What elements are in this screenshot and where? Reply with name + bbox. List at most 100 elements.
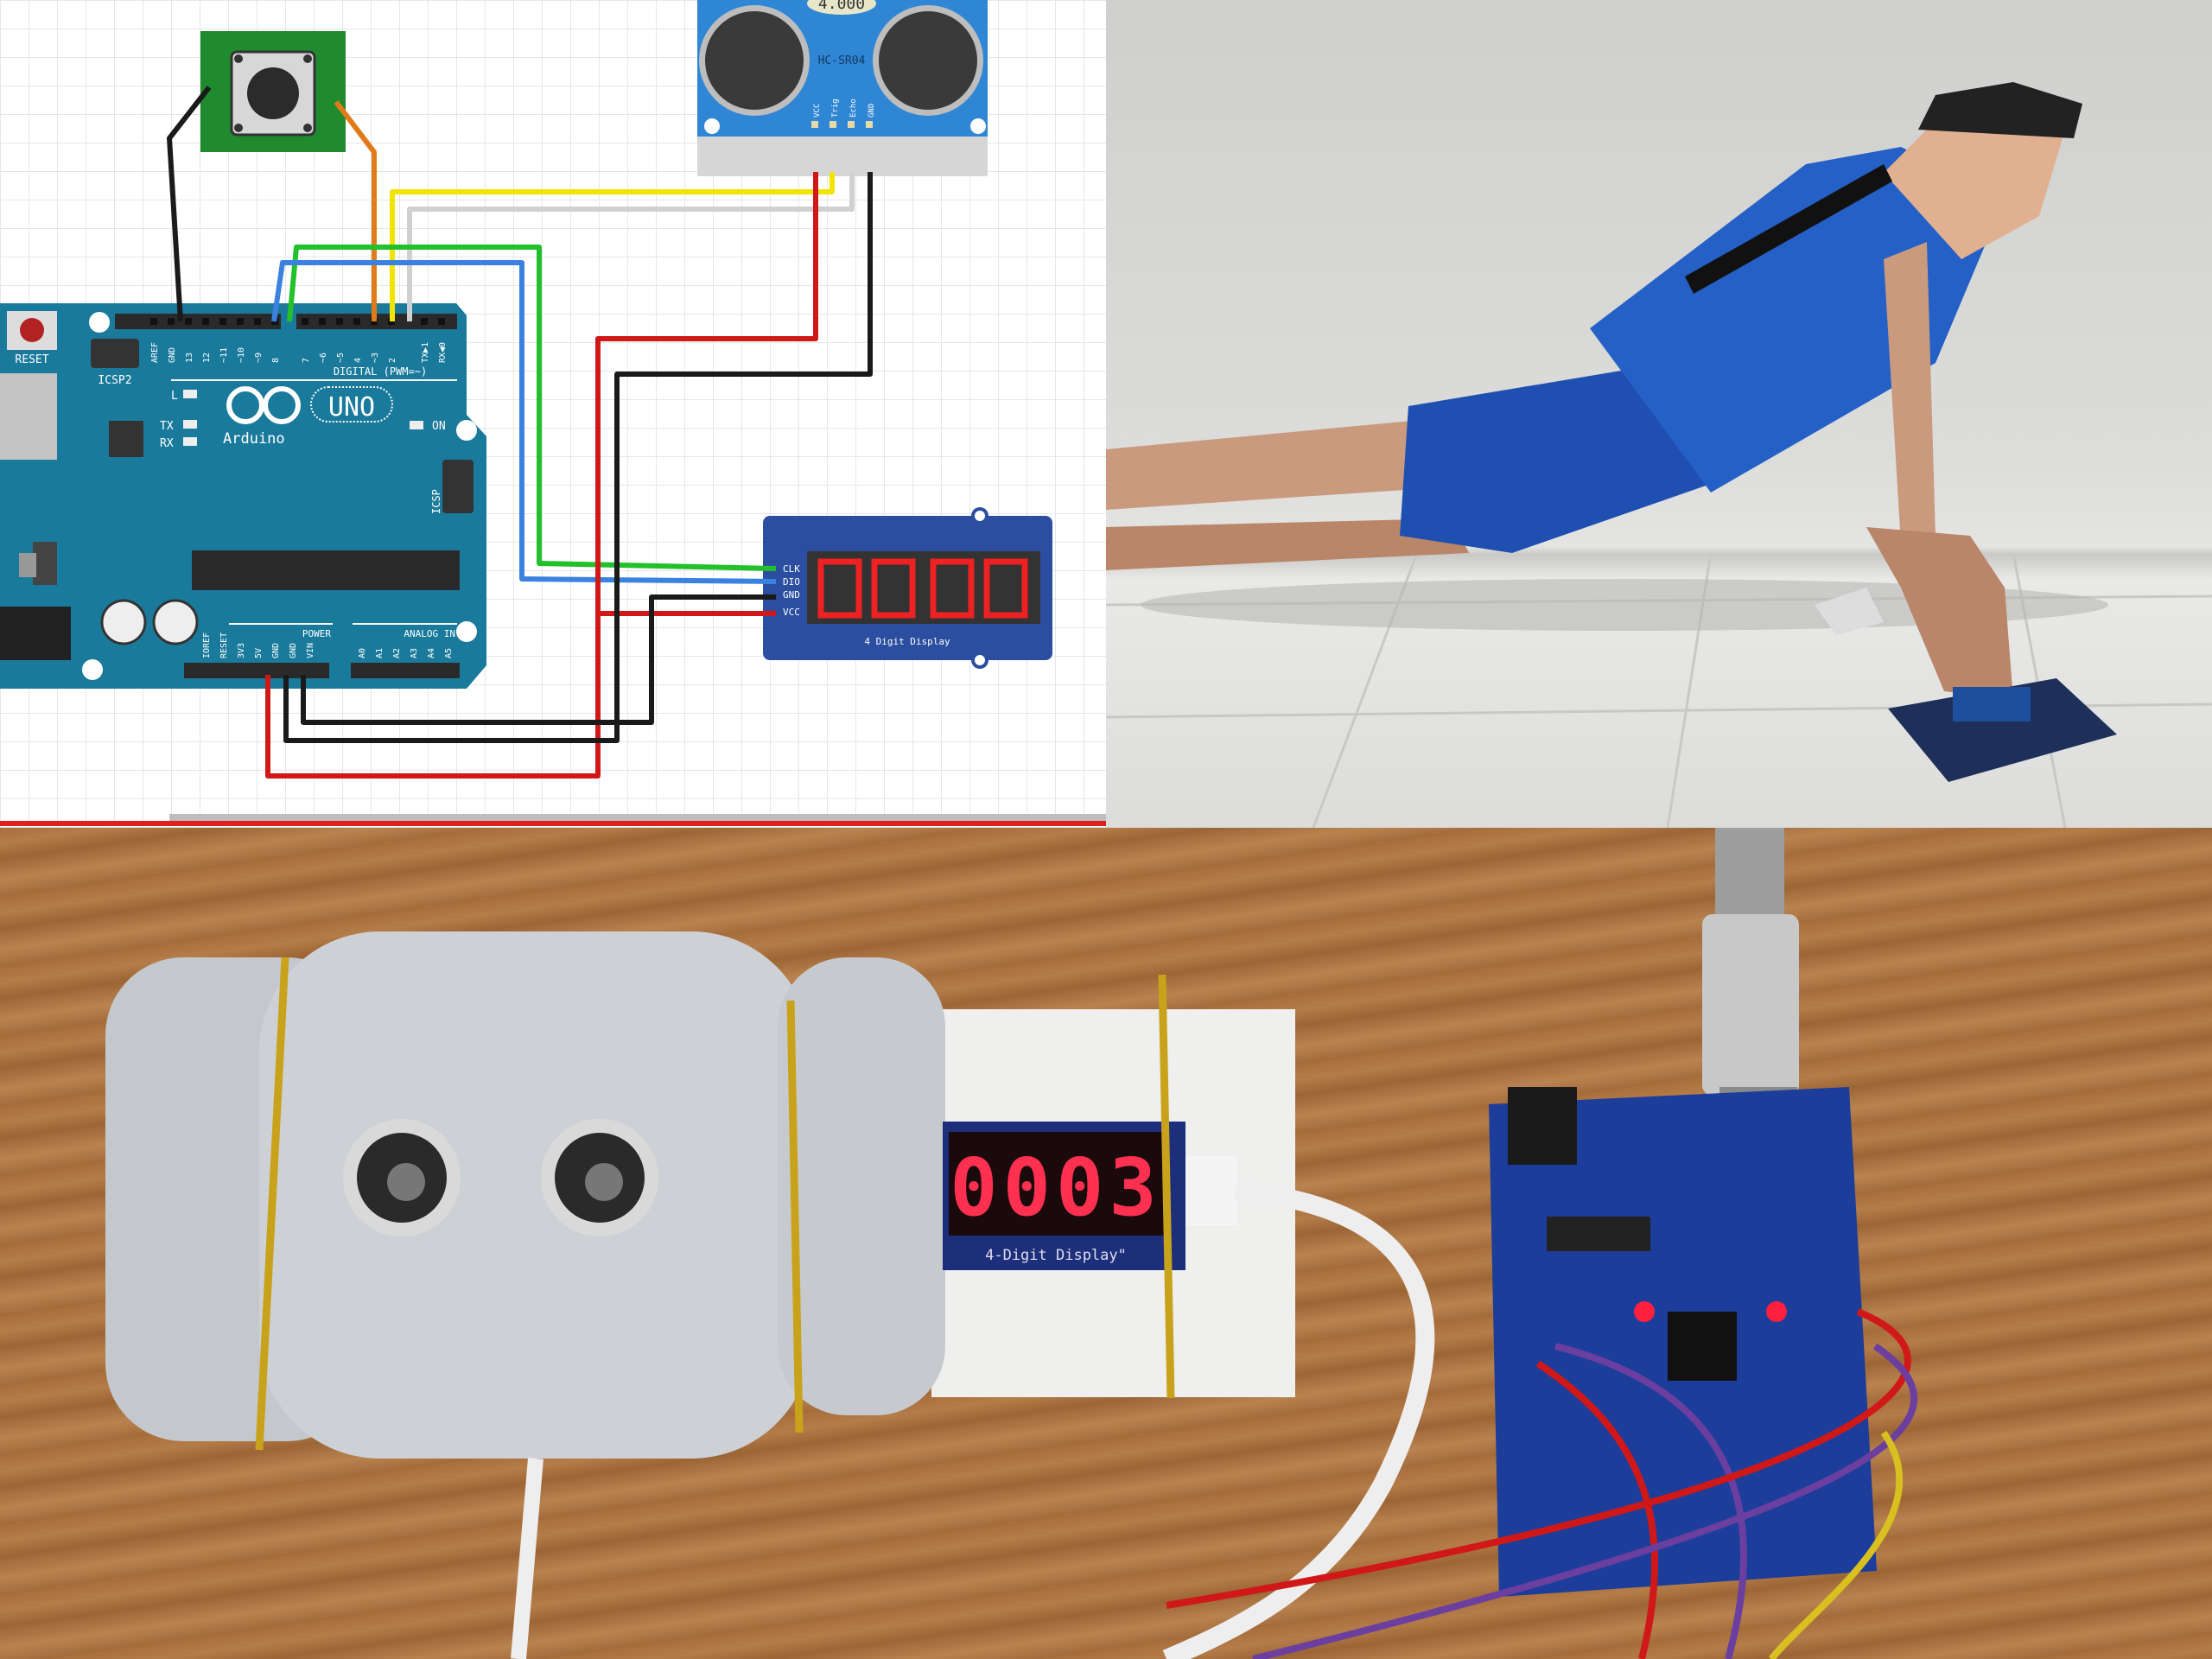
icsp-label: ICSP — [430, 489, 442, 514]
seven-segment-digit — [983, 558, 1028, 619]
header-pin — [336, 318, 343, 325]
power-pin-label: GND — [271, 643, 281, 658]
sensor-pin-label: Echo — [849, 99, 858, 118]
push-button — [200, 31, 346, 152]
wire-black-button — [167, 86, 212, 322]
header-pin — [254, 318, 261, 325]
tx-label: TX — [160, 420, 174, 433]
digital-pin-label: RX◀0 — [438, 342, 448, 363]
divider-line — [0, 821, 1106, 826]
arduino-logo: UNO Arduino — [223, 386, 393, 448]
analog-header-label: ANALOG IN — [404, 628, 455, 639]
power-pin-label: GND — [289, 643, 298, 658]
scrollbar-track — [169, 814, 1106, 821]
digital-pin-label: TX▶1 — [421, 342, 430, 363]
wire-blue-dio — [271, 260, 777, 584]
ultrasonic-eyes — [343, 1119, 658, 1236]
digital-pin-label: 4 — [353, 358, 363, 363]
device-photo: 0003 4-Digit Display" — [0, 828, 2212, 1659]
digital-pin-label: 12 — [202, 353, 212, 363]
header-pin — [319, 318, 326, 325]
rx-label: RX — [160, 437, 174, 450]
sensor-pin — [848, 121, 855, 128]
header-pin — [185, 318, 192, 325]
arduino-uno-photo — [1489, 1087, 1877, 1597]
led-display-value: 0003 — [950, 1141, 1162, 1234]
device-on-floor — [1815, 588, 2117, 782]
analog-pin-label: A5 — [444, 648, 454, 658]
power-pin-label: IOREF — [202, 632, 212, 658]
header-pin — [168, 318, 175, 325]
on-label: ON — [432, 420, 446, 433]
header-pin — [202, 318, 209, 325]
header-pin — [421, 318, 428, 325]
wire-black-gnd-display — [301, 594, 776, 725]
digital-pin-label: 8 — [271, 358, 281, 363]
pushup-scene — [1106, 82, 2212, 828]
display-pin-label: VCC — [783, 607, 800, 618]
led-l-label: L — [171, 390, 178, 403]
sensor-pin-label: VCC — [813, 104, 822, 118]
digital-pin-label: 7 — [302, 358, 311, 363]
wire-yellow-trig — [390, 172, 835, 321]
header-pin — [353, 318, 360, 325]
led-display-caption: 4-Digit Display" — [985, 1247, 1127, 1264]
sensor-model-label: HC-SR04 — [818, 54, 866, 67]
digital-pin-label: ~3 — [371, 353, 380, 363]
seven-segment-digit — [930, 558, 975, 619]
seven-segment-digit — [871, 558, 916, 619]
sensor-pin — [830, 121, 836, 128]
logo-brand: Arduino — [223, 430, 285, 448]
wire-red-vcc — [265, 172, 818, 779]
header-pin — [150, 318, 157, 325]
power-pin-label: 5V — [254, 648, 264, 658]
reset-label: RESET — [15, 353, 48, 366]
icsp2-label: ICSP2 — [98, 374, 131, 387]
ultrasonic-sensor: 4.000 HC-SR04 VCC Trig Echo GND — [697, 0, 988, 176]
digital-pin-label: GND — [168, 347, 177, 363]
header-pin — [302, 318, 308, 325]
seven-segment-digit — [817, 558, 862, 619]
logo-model: UNO — [328, 392, 375, 423]
sensor-pin-label: GND — [868, 104, 876, 118]
digital-pin-label: ~5 — [336, 353, 346, 363]
digital-pin-label: ~10 — [237, 347, 246, 363]
header-pin — [237, 318, 244, 325]
person — [1106, 82, 2082, 700]
power-pin-label: 3V3 — [237, 643, 246, 658]
analog-pin-label: A3 — [410, 648, 419, 658]
crystal-label: 4.000 — [818, 0, 865, 13]
digital-pin-label: ~6 — [319, 353, 328, 363]
sensor-pin — [866, 121, 873, 128]
analog-pin-label: A0 — [358, 648, 367, 658]
wire-black-gnd-sensor — [283, 172, 873, 743]
display-pin-label: GND — [783, 589, 800, 601]
sensor-pin-label: Trig — [831, 99, 840, 118]
digital-pin-label: 13 — [185, 353, 194, 363]
digital-pin-label: ~11 — [219, 347, 229, 363]
analog-pin-label: A4 — [427, 648, 436, 658]
power-pin-label: VIN — [306, 643, 315, 658]
analog-pin-label: A2 — [392, 648, 402, 658]
pushup-photo — [1106, 0, 2212, 828]
device-scene: 0003 4-Digit Display" — [105, 828, 1918, 1659]
power-header-label: POWER — [302, 628, 331, 639]
display-pin-label: CLK — [783, 563, 800, 575]
foam-enclosure — [105, 931, 945, 1459]
header-pin — [438, 318, 445, 325]
led-display-module: 0003 4-Digit Display" — [943, 1122, 1237, 1270]
digital-pin-label: 2 — [388, 358, 397, 363]
header-pin — [219, 318, 226, 325]
wires — [167, 86, 873, 779]
display-pin-label: DIO — [783, 576, 800, 588]
power-pin-label: RESET — [219, 632, 229, 658]
analog-pin-label: A1 — [375, 648, 385, 658]
sensor-pin — [811, 121, 818, 128]
display-caption: 4 Digit Display — [864, 636, 950, 647]
digital-pin-label: AREF — [150, 342, 160, 363]
digital-pin-label: ~9 — [254, 353, 264, 363]
